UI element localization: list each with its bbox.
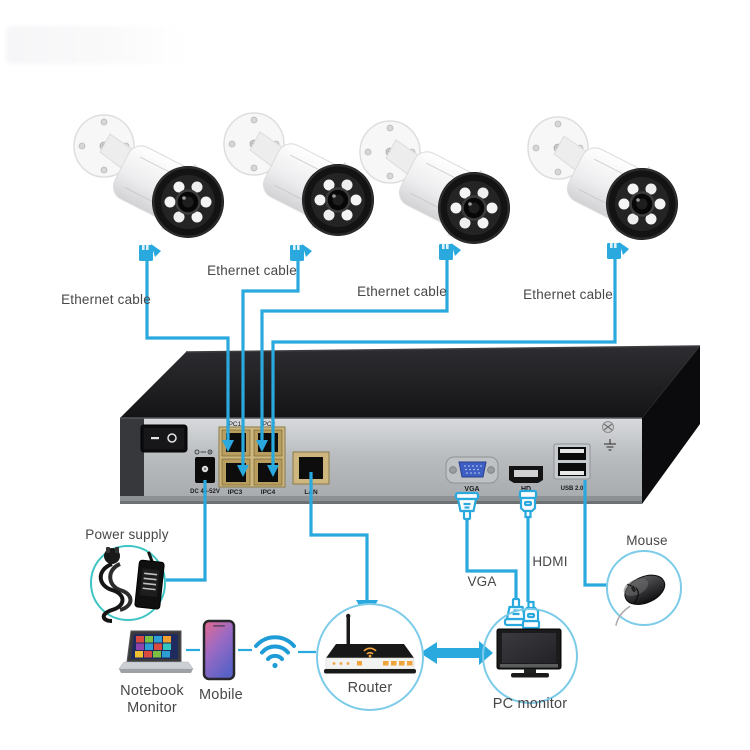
pc-monitor-label: PC monitor [492,696,568,712]
cable-lines [145,259,617,654]
vga-cable-label: VGA [467,574,497,589]
arrow-ipc1 [222,440,234,452]
camera-1 [72,113,226,244]
nvr-screw [602,421,614,433]
router-monitor-arrow [420,641,493,665]
rj45-plug-icon-2 [290,244,312,261]
ethernet-cable-line-4 [271,259,617,466]
camera-3 [358,119,512,250]
watermark [6,26,186,64]
rj45-plug-icon-4 [607,242,629,259]
notebook [118,630,194,673]
power-supply-label: Power supply [85,527,169,542]
router-group [316,603,424,711]
mobile-phone [202,619,236,681]
nvr: DC 45-52V IPC1 IPC2 IPC3 IPC4 [120,345,701,504]
ethernet-cable-label-2: Ethernet cable [207,263,297,278]
nvr-vga-label: VGA [464,486,479,493]
usb-mouse-cable-line [583,480,608,587]
vga-plug-icon-nvr [454,491,480,521]
mouse-label: Mouse [626,533,668,548]
nvr-usb-label: USB 2.0 [561,486,584,492]
wifi-icon [254,635,296,669]
rj45-plug-icon-1 [139,244,161,261]
pc-monitor-group [482,608,578,704]
nvr-ipc2-label: IPC2 [261,421,276,428]
nvr-ipc1-label: IPC1 [227,421,242,428]
power-cable-line [166,480,207,582]
router-label: Router [347,680,393,696]
notebook-label-line1: Notebook [120,683,184,699]
nvr-ipc3-label: IPC3 [228,489,243,496]
nvr-dc-port [194,449,215,483]
mobile-label: Mobile [199,687,243,703]
notebook-label-line2: Monitor [127,700,177,716]
camera-4 [526,115,680,246]
vga-cable-line [465,519,518,599]
nvr-right-face [642,346,700,504]
hdmi-plug-icon-monitor [521,600,541,630]
arrow-ipc3 [237,465,249,477]
rj45-plug-icon-3 [439,243,461,260]
nvr-top-face [120,346,700,418]
hdmi-cable-label: HDMI [532,554,568,569]
lan-cable-line [309,472,369,600]
nvr-vga-port [445,456,499,484]
ethernet-cable-label-4: Ethernet cable [523,287,613,302]
nvr-power-switch [140,424,188,453]
hdmi-plug-icon-nvr [518,489,538,519]
power-supply-group [90,545,166,623]
nvr-hd-label: HD [521,486,531,493]
ethernet-cable-line-1 [145,261,230,441]
ethernet-cable-line-3 [260,260,449,441]
mouse-group [606,550,682,626]
ethernet-cable-label-1: Ethernet cable [61,292,151,307]
nvr-usb-ports [553,443,591,480]
ethernet-cable-label-3: Ethernet cable [357,284,447,299]
arrow-ipc4 [267,465,279,477]
ground-symbol-icon [604,439,616,451]
nvr-ipc4-label: IPC4 [261,489,276,496]
nvr-hdmi-port [509,466,543,483]
arrow-ipc2 [256,440,268,452]
ethernet-cable-line-2 [241,261,300,466]
camera-2 [222,111,376,242]
